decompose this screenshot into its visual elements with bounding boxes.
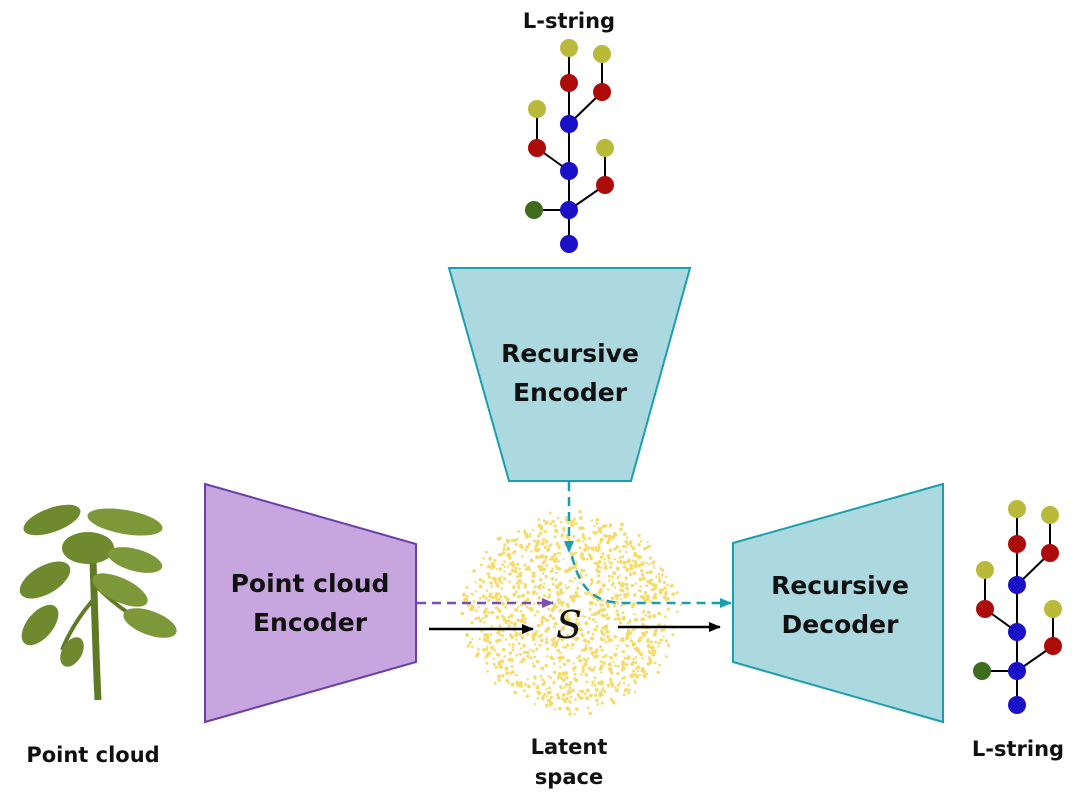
right-lstring-tree bbox=[973, 500, 1062, 714]
recursive-encoder-label: Recursive Encoder bbox=[501, 339, 639, 407]
point-cloud-label: Point cloud bbox=[26, 743, 160, 767]
latent-space-points bbox=[460, 509, 682, 716]
right-lstring-label: L-string bbox=[971, 737, 1065, 761]
cyan-dashed-curve-arrow bbox=[570, 555, 732, 608]
recursive-decoder-block bbox=[732, 482, 944, 724]
plant-point-cloud bbox=[19, 504, 177, 701]
recursive-encoder-block bbox=[447, 267, 692, 482]
latent-space-label: Latent space bbox=[530, 735, 608, 790]
top-lstring-tree bbox=[525, 39, 614, 253]
point-cloud-encoder-block bbox=[204, 482, 417, 724]
point-cloud-encoder-label: Point cloud Encoder bbox=[230, 569, 390, 637]
recursive-decoder-label: Recursive Decoder bbox=[771, 571, 909, 639]
latent-symbol: S bbox=[556, 603, 583, 647]
top-lstring-label: L-string bbox=[522, 9, 616, 33]
